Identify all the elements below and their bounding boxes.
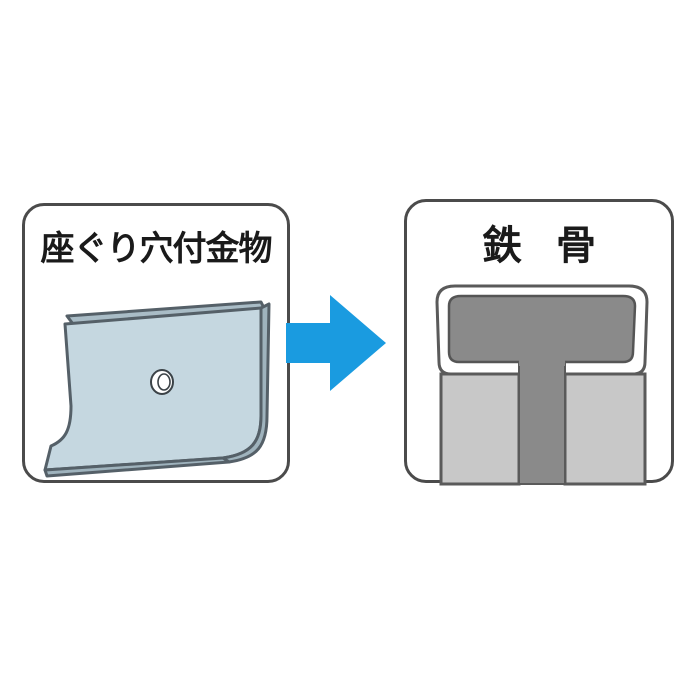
- beam-flange-top: [447, 294, 637, 364]
- steel-beam-panel-title: 鉄骨: [482, 223, 630, 269]
- bracket-panel: 座ぐり穴付金物: [22, 203, 290, 483]
- arrow-shape: [286, 295, 386, 391]
- bracket-flange-edge: [43, 456, 231, 478]
- steel-beam-panel: 鉄骨: [404, 199, 674, 486]
- countersunk-hole-inner: [157, 373, 171, 391]
- arrow-right-icon: [286, 295, 386, 391]
- beam-web-top: [519, 358, 565, 366]
- countersunk-bracket-icon: [43, 300, 271, 478]
- beam-web: [518, 361, 566, 485]
- steel-beam-icon: [435, 284, 649, 486]
- beam-left-side: [439, 372, 521, 486]
- beam-right-side: [563, 372, 647, 486]
- bracket-panel-title: 座ぐり穴付金物: [40, 229, 273, 269]
